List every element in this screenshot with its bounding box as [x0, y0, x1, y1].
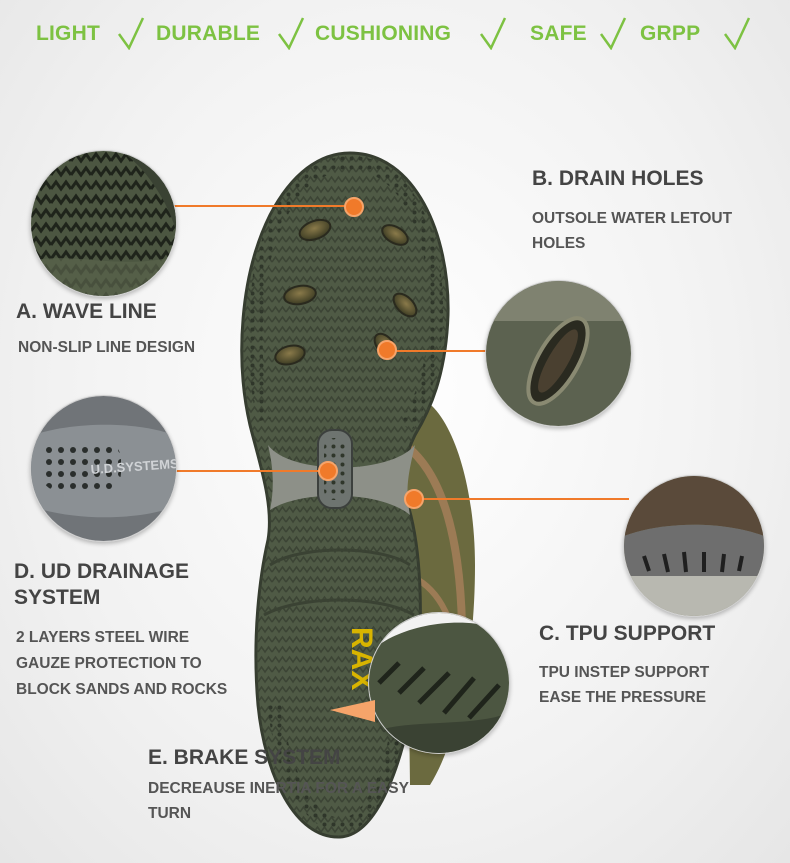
- feature-safe: SAFE: [530, 22, 587, 45]
- drain-holes-title: B. DRAIN HOLES: [532, 167, 704, 190]
- ud-drainage-title: D. UD DRAINAGE: [14, 560, 190, 583]
- checkmark-icon: [277, 17, 305, 50]
- ud-drainage-title-line2: SYSTEM: [14, 586, 101, 609]
- checkmark-icon: [117, 17, 145, 50]
- checkmark-icon: [599, 17, 627, 50]
- feature-light: LIGHT: [36, 22, 100, 45]
- feature-durable: DURABLE: [156, 22, 261, 45]
- drain-holes-desc-line1: OUTSOLE WATER LETOUT: [532, 210, 733, 227]
- feature-grpp: GRPP: [640, 22, 701, 45]
- callout-dot-b: [377, 340, 397, 360]
- wave-line-detail-image: [30, 150, 177, 297]
- callout-line-a: [140, 205, 345, 207]
- callout-line-d: [170, 470, 320, 472]
- checkmark-icon: [479, 17, 507, 50]
- drain-holes-desc-line2: HOLES: [532, 235, 586, 252]
- brake-system-detail-image: [368, 612, 510, 754]
- checkmark-icon: [723, 17, 751, 50]
- ud-badge-text: U.D.SYSTEMS™: [90, 455, 176, 477]
- brake-system-desc-line2: TURN: [148, 805, 192, 822]
- ud-drainage-desc-line1: 2 LAYERS STEEL WIRE: [16, 629, 190, 646]
- ud-drainage-desc-line2: GAUZE PROTECTION TO: [16, 655, 202, 672]
- tpu-support-title: C. TPU SUPPORT: [539, 622, 716, 645]
- brake-pointer: [330, 700, 375, 722]
- callout-dot-d: [318, 461, 338, 481]
- callout-line-c: [414, 498, 629, 500]
- ud-drainage-desc-line3: BLOCK SANDS AND ROCKS: [16, 681, 228, 698]
- callout-dot-c: [404, 489, 424, 509]
- drain-hole-detail-image: [485, 280, 632, 427]
- wave-line-title: A. WAVE LINE: [16, 300, 157, 323]
- callout-dot-a: [344, 197, 364, 217]
- feature-cushioning: CUSHIONING: [315, 22, 452, 45]
- brake-system-title: E. BRAKE SYSTEM: [148, 746, 341, 769]
- tpu-support-desc-line1: TPU INSTEP SUPPORT: [539, 664, 710, 681]
- callout-line-b: [393, 350, 493, 352]
- wave-line-desc: NON-SLIP LINE DESIGN: [18, 339, 196, 356]
- brake-system-desc-line1: DECREAUSE INERTIA FOR A EASY: [148, 780, 409, 797]
- tpu-support-detail-image: [623, 475, 765, 617]
- feature-bar: LIGHT DURABLE CUSHIONING SAFE GRPP: [0, 14, 790, 54]
- ud-drainage-detail-image: U.D.SYSTEMS™: [30, 395, 177, 542]
- tpu-support-desc-line2: EASE THE PRESSURE: [539, 689, 707, 706]
